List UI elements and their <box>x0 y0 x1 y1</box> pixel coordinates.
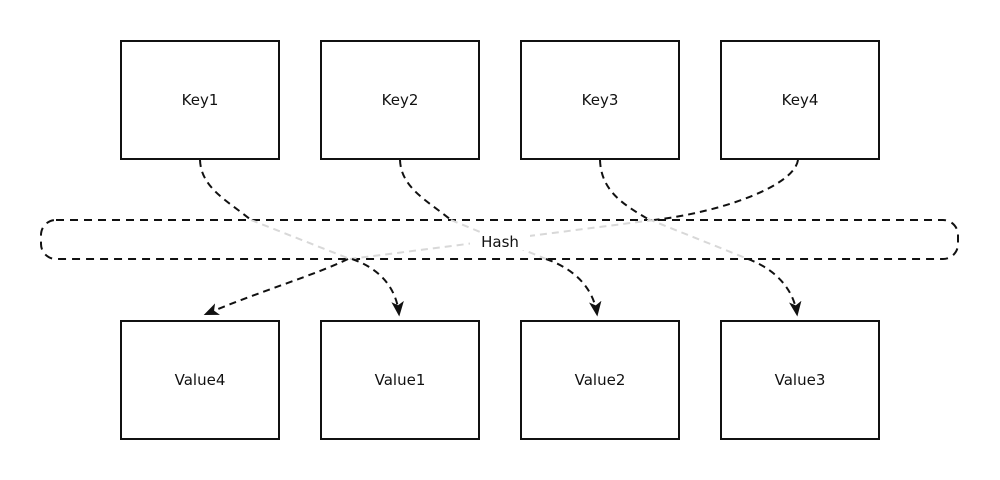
hash-node-outline <box>40 219 959 260</box>
node-key4-label: Key4 <box>781 91 819 109</box>
edge-hash-to-value3 <box>747 258 802 317</box>
node-value3-label: Value3 <box>774 371 826 389</box>
edge-hash-to-value4 <box>203 258 349 315</box>
node-value4-label: Value4 <box>174 371 226 389</box>
node-key3: Key3 <box>520 40 680 160</box>
edge-hash-internal-key4-value4 <box>349 219 655 260</box>
hash-node-label: Hash <box>470 232 530 251</box>
node-key1-label: Key1 <box>181 91 219 109</box>
edge-hash-internal-key1-value1 <box>250 219 351 260</box>
edge-key2-to-hash <box>399 159 452 221</box>
edge-key1-to-hash <box>199 159 252 221</box>
node-value3: Value3 <box>720 320 880 440</box>
edge-key4-to-hash <box>653 159 799 221</box>
node-value2: Value2 <box>520 320 680 440</box>
node-key3-label: Key3 <box>581 91 619 109</box>
node-value4: Value4 <box>120 320 280 440</box>
hash-node-label-text: Hash <box>481 232 519 251</box>
node-key4: Key4 <box>720 40 880 160</box>
edge-hash-to-value1 <box>351 258 404 317</box>
edge-hash-internal-key3-value3 <box>647 218 749 260</box>
node-value1-label: Value1 <box>374 371 426 389</box>
node-key1: Key1 <box>120 40 280 160</box>
edge-hash-to-value2 <box>545 258 602 317</box>
node-key2-label: Key2 <box>381 91 419 109</box>
node-key2: Key2 <box>320 40 480 160</box>
node-value1: Value1 <box>320 320 480 440</box>
edge-key3-to-hash <box>599 159 649 220</box>
node-value2-label: Value2 <box>574 371 626 389</box>
